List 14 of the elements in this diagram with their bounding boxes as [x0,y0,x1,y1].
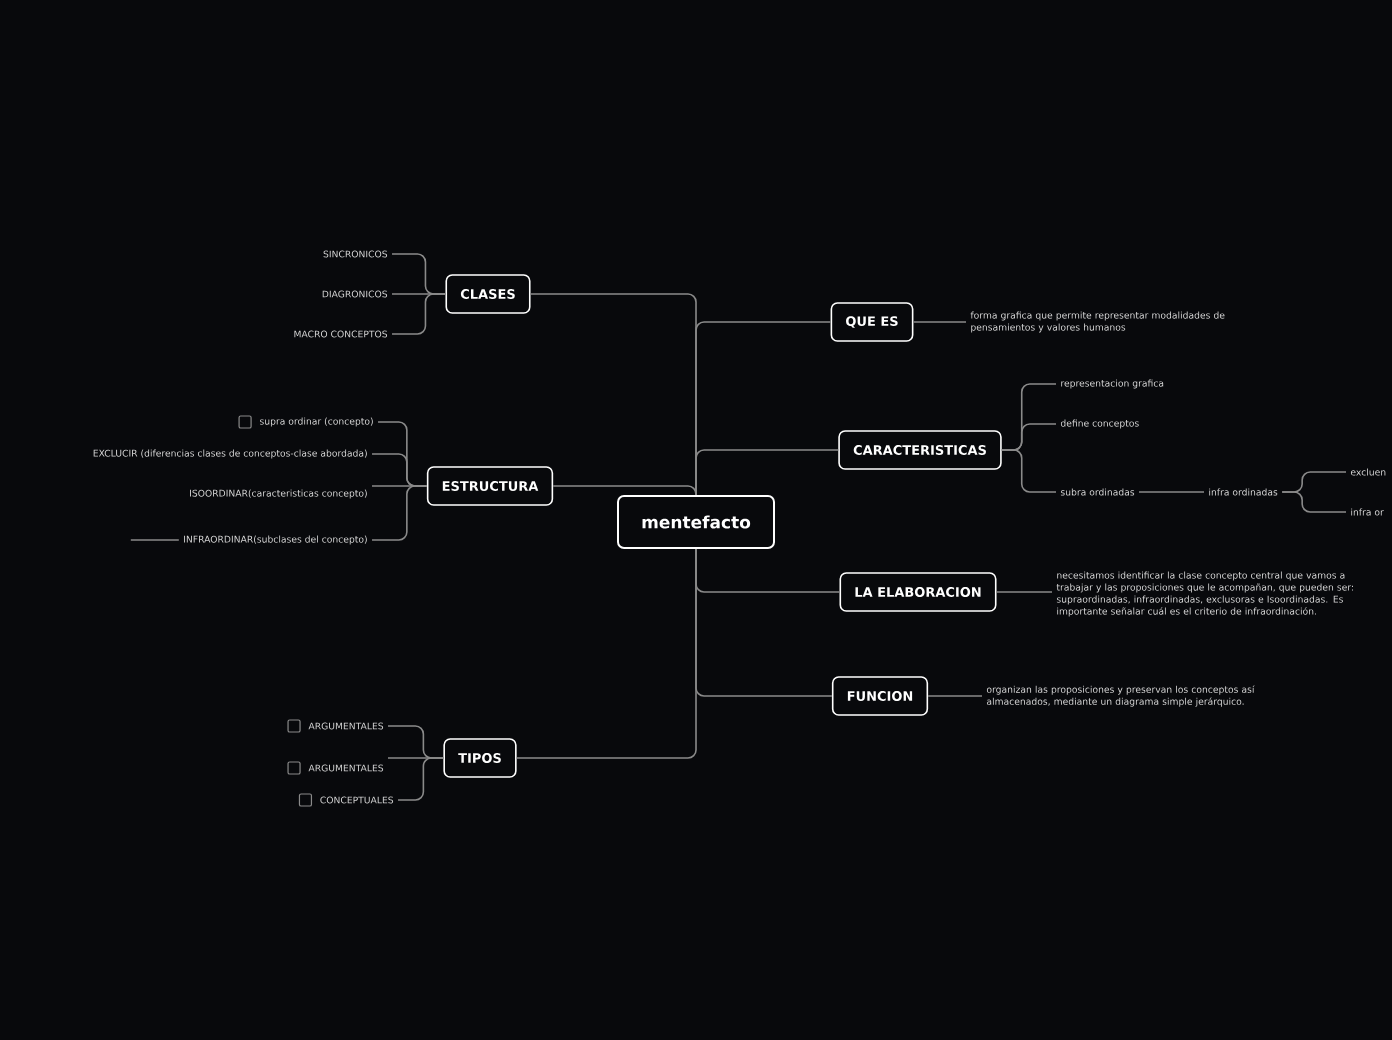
connector-line [927,695,983,697]
central-topic-box: mentefacto [617,495,775,549]
connector-line [397,757,445,801]
connector-line [1138,491,1205,493]
connector-line [1000,449,1057,493]
connector-line [552,485,697,496]
connector-line [130,539,180,541]
connector-line [1281,491,1347,513]
connector-line [995,591,1053,593]
connector-line [695,548,833,697]
connector-line [371,485,428,541]
connector-line [391,293,447,335]
connector-line [912,321,967,323]
connector-line [695,449,840,496]
